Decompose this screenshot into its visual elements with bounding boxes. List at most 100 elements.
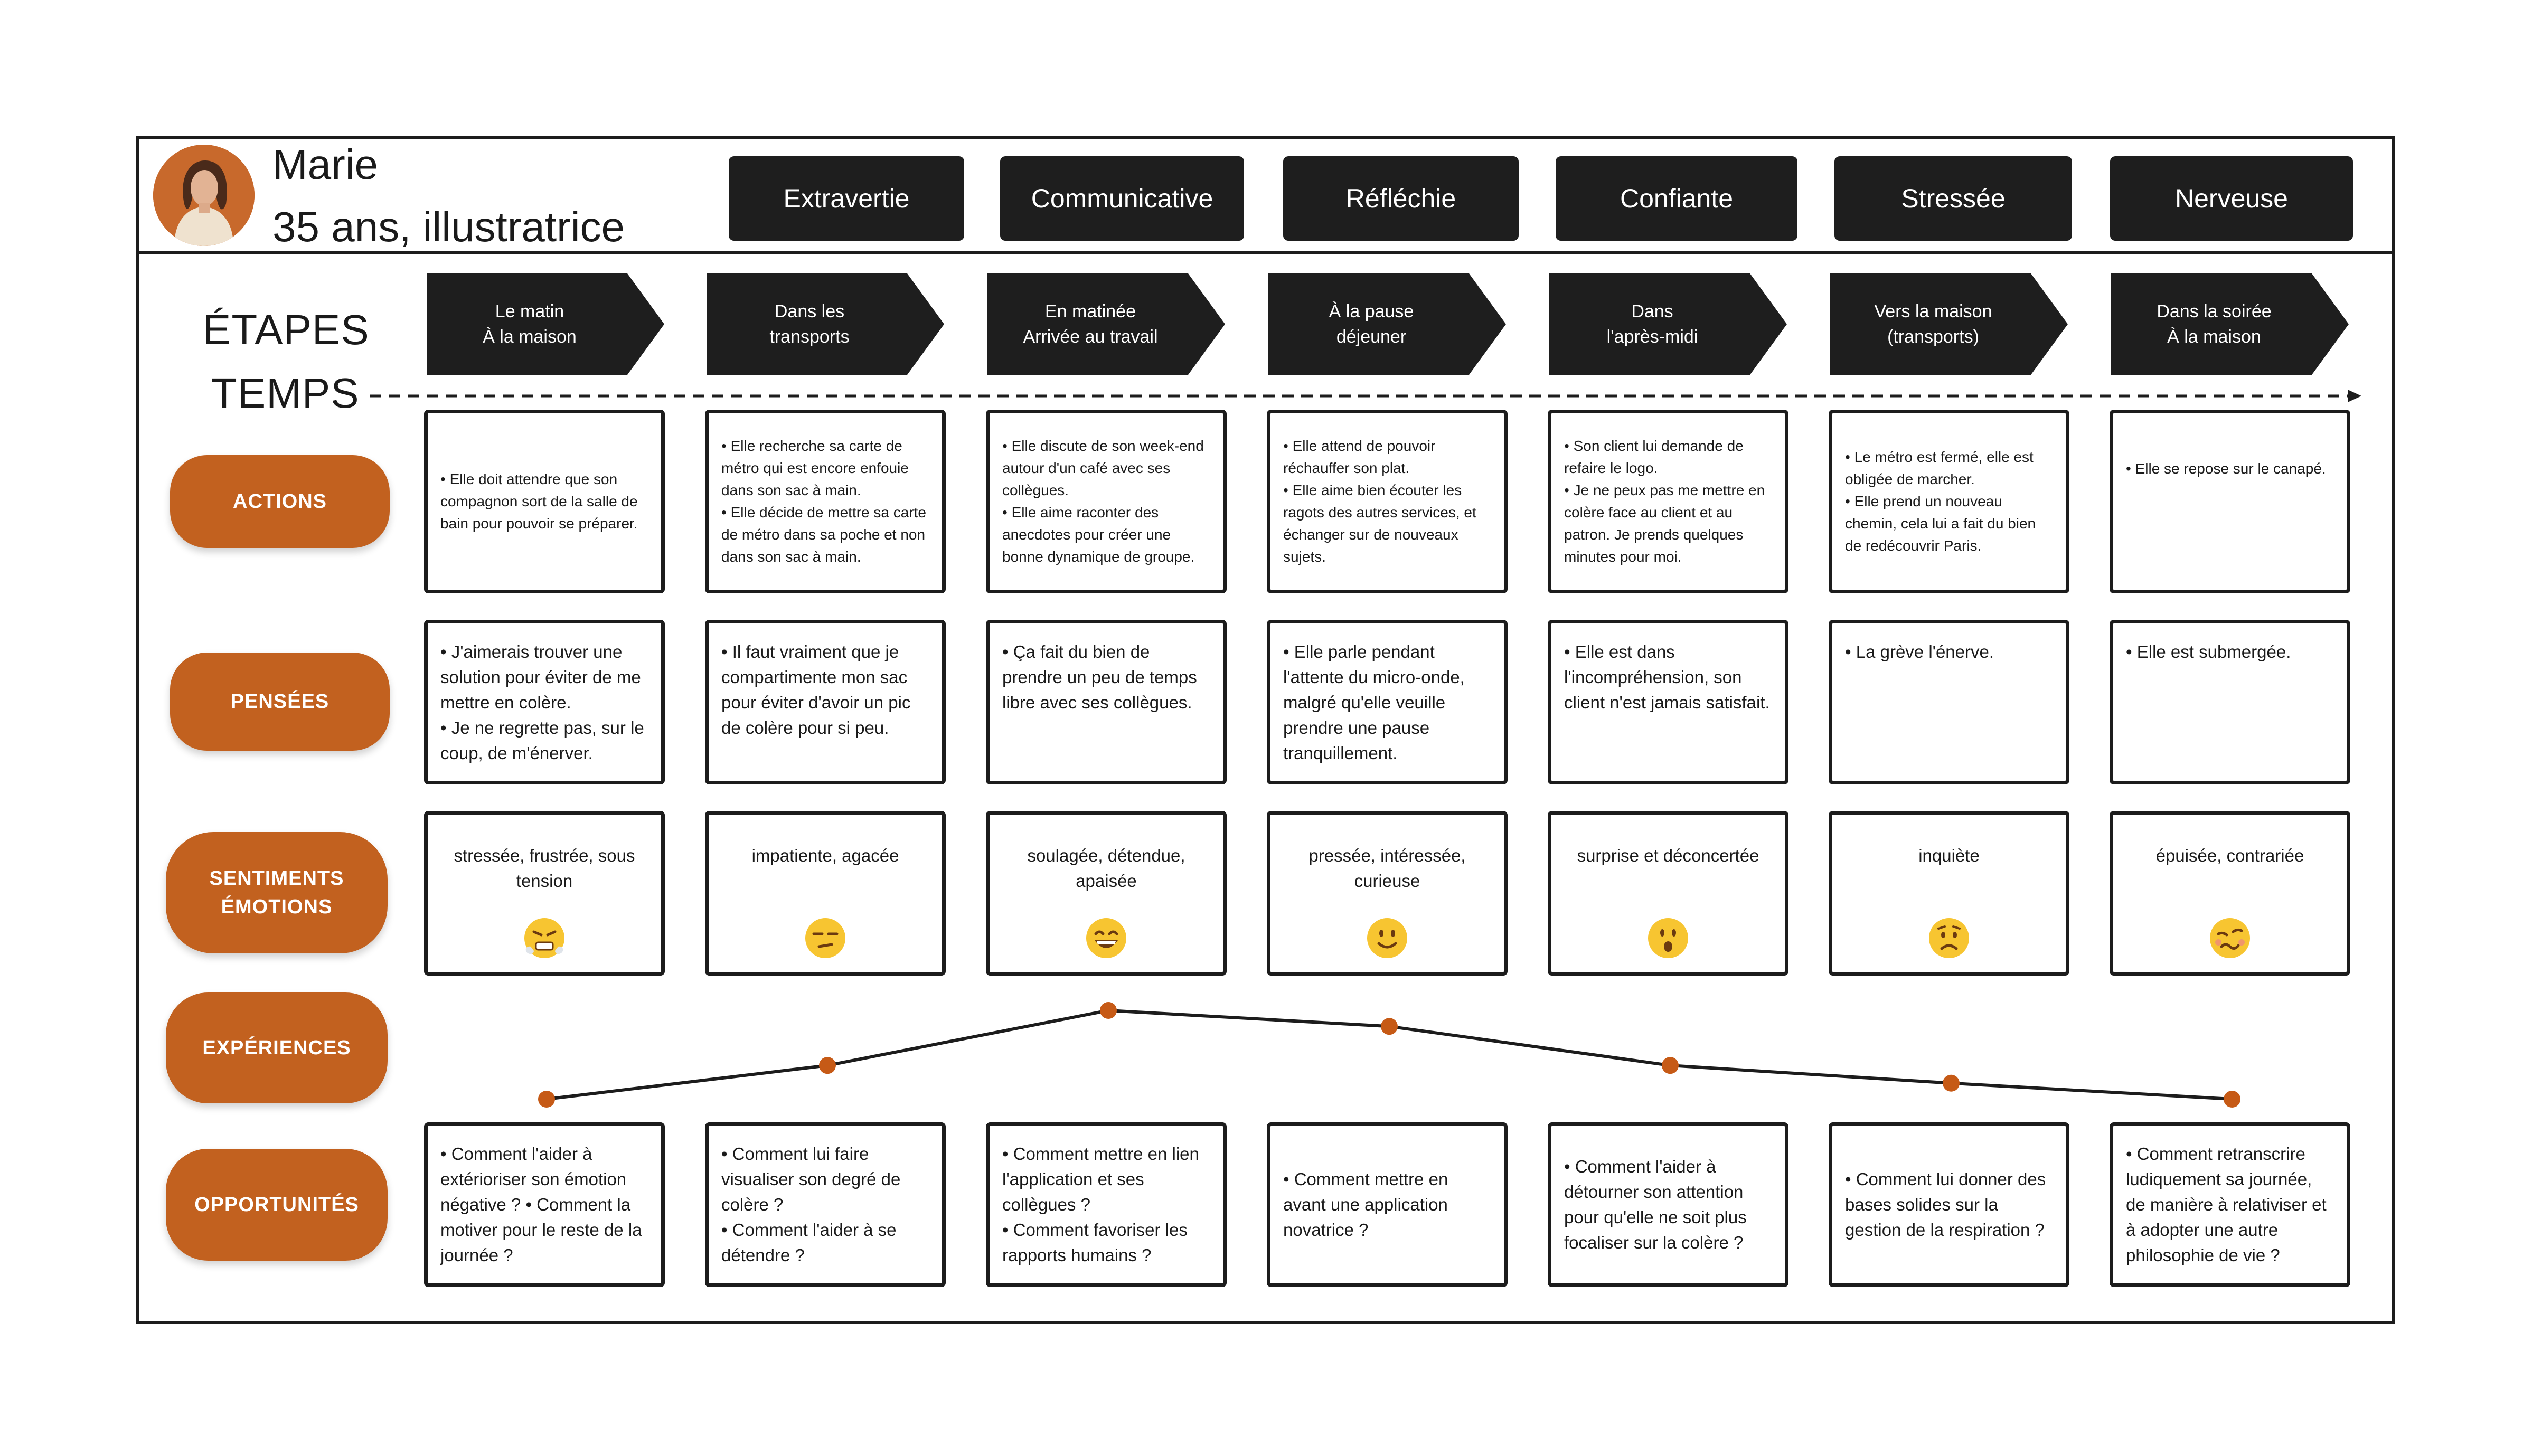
stage-chevron: Vers la maison (transports)	[1830, 273, 2068, 375]
stage-line: Dans	[1631, 301, 1673, 322]
row-label-text: OPPORTUNITÉS	[194, 1194, 359, 1216]
experience-point	[1943, 1074, 1960, 1092]
action-card: • Elle recherche sa carte de métro qui e…	[705, 410, 946, 593]
card-text: • Je ne peux pas me mettre en colère fac…	[1564, 482, 1765, 565]
thought-card: • J'aimerais trouver une solution pour é…	[424, 620, 665, 784]
thought-card: • Elle est dans l'incompréhension, son c…	[1548, 620, 1788, 784]
card-text: • Elle discute de son week-end autour d'…	[1002, 438, 1204, 498]
stage-line: À la maison	[483, 327, 577, 347]
card-text: • Elle parle pendant l'attente du micro-…	[1283, 642, 1465, 763]
row-label-text: PENSÉES	[230, 691, 330, 713]
trait-badge: Réfléchie	[1283, 156, 1519, 241]
grinning-face-icon	[1086, 918, 1126, 958]
feeling-card: épuisée, contrariée	[2110, 811, 2350, 976]
stage-line: l'après-midi	[1606, 327, 1698, 347]
card-text: • Elle attend de pouvoir réchauffer son …	[1283, 438, 1436, 476]
stage-line: déjeuner	[1336, 327, 1407, 347]
card-text: • Comment l'aider à extérioriser son émo…	[440, 1144, 642, 1265]
card-text: • Le métro est fermé, elle est obligée d…	[1845, 449, 2034, 487]
stage-line: Vers la maison	[1874, 301, 1992, 322]
experience-point	[1662, 1057, 1679, 1074]
stage-line: Dans les	[774, 301, 845, 322]
opportunity-card: • Comment lui faire visualiser son degré…	[705, 1122, 946, 1287]
card-text: • Comment favoriser les rapports humains…	[1002, 1220, 1188, 1265]
stage-line: (transports)	[1887, 327, 1979, 347]
experience-point	[1100, 1002, 1117, 1019]
card-text: surprise et déconcertée	[1577, 846, 1759, 865]
card-text: pressée, intéressée, curieuse	[1308, 846, 1466, 891]
journey-map-frame	[136, 136, 2395, 1324]
trait-badge: Extravertie	[729, 156, 964, 241]
action-card: • Elle attend de pouvoir réchauffer son …	[1267, 410, 1508, 593]
card-text: • Elle se repose sur le canapé.	[2126, 460, 2326, 477]
stage-line: À la pause	[1329, 301, 1414, 322]
woozy-face-icon	[2210, 918, 2250, 958]
card-text: • Comment l'aider à se détendre ?	[721, 1220, 897, 1265]
feeling-card: soulagée, détendue, apaisée	[986, 811, 1227, 976]
card-text: • Elle est dans l'incompréhension, son c…	[1564, 642, 1770, 712]
card-text: • Comment lui donner des bases solides s…	[1845, 1169, 2046, 1240]
card-text: • Elle décide de mettre sa carte de métr…	[721, 504, 926, 565]
opportunity-card: • Comment l'aider à extérioriser son émo…	[424, 1122, 665, 1287]
opportunity-card: • Comment retranscrire ludiquement sa jo…	[2110, 1122, 2350, 1287]
avatar	[153, 145, 255, 246]
opportunity-card: • Comment mettre en lien l'application e…	[986, 1122, 1227, 1287]
card-text: épuisée, contrariée	[2155, 846, 2304, 865]
stage-line: À la maison	[2167, 327, 2261, 347]
thought-card: • Elle parle pendant l'attente du micro-…	[1267, 620, 1508, 784]
header-divider	[136, 251, 2395, 254]
card-text: • Comment mettre en avant une applicatio…	[1283, 1169, 1448, 1240]
card-text: • Je ne regrette pas, sur le coup, de m'…	[440, 718, 644, 763]
row-label-text: EXPÉRIENCES	[202, 1037, 351, 1059]
feeling-card: impatiente, agacée	[705, 811, 946, 976]
card-text: • Elle prend un nouveau chemin, cela lui…	[1845, 493, 2036, 554]
feeling-card: pressée, intéressée, curieuse	[1267, 811, 1508, 976]
row-label-text: ACTIONS	[233, 490, 327, 513]
card-text: inquiète	[1918, 846, 1980, 865]
card-text: • La grève l'énerve.	[1845, 642, 1994, 661]
row-label-text: SENTIMENTS	[209, 867, 344, 890]
action-card: • Elle discute de son week-end autour d'…	[986, 410, 1227, 593]
unamused-face-icon	[805, 918, 845, 958]
trait-badge: Confiante	[1556, 156, 1797, 241]
stages-label: ÉTAPES	[203, 306, 370, 353]
feeling-card: inquiète	[1829, 811, 2069, 976]
card-text: soulagée, détendue, apaisée	[1027, 846, 1185, 891]
experience-point	[819, 1057, 836, 1074]
row-label-opportunites: OPPORTUNITÉS	[166, 1149, 388, 1261]
persona-description: 35 ans, illustratrice	[272, 203, 625, 250]
action-card: • Elle doit attendre que son compagnon s…	[424, 410, 665, 593]
card-text: • Comment mettre en lien l'application e…	[1002, 1144, 1199, 1214]
surprised-face-icon	[1648, 918, 1688, 958]
stage-chevron: À la pause déjeuner	[1268, 273, 1506, 375]
card-text: • Elle doit attendre que son compagnon s…	[440, 471, 638, 532]
action-card: • Le métro est fermé, elle est obligée d…	[1829, 410, 2069, 593]
experience-point	[538, 1091, 555, 1108]
thought-card: • La grève l'énerve.	[1829, 620, 2069, 784]
trait-badge: Stressée	[1834, 156, 2072, 241]
worried-face-icon	[1929, 918, 1969, 958]
time-label: TEMPS	[211, 370, 360, 417]
feeling-card: stressée, frustrée, sous tension	[424, 811, 665, 976]
card-text: • Ça fait du bien de prendre un peu de t…	[1002, 642, 1197, 712]
card-text: • Il faut vraiment que je compartimente …	[721, 642, 911, 738]
row-label-actions: ACTIONS	[170, 455, 390, 548]
opportunity-card: • Comment lui donner des bases solides s…	[1829, 1122, 2069, 1287]
thought-card: • Elle est submergée.	[2110, 620, 2350, 784]
persona-name: Marie	[272, 141, 379, 188]
timeline-arrow	[370, 390, 2361, 402]
action-card: • Elle se repose sur le canapé.	[2110, 410, 2350, 593]
row-label-pensees: PENSÉES	[170, 653, 390, 751]
row-label-experiences: EXPÉRIENCES	[166, 992, 388, 1103]
card-text: stressée, frustrée, sous tension	[454, 846, 635, 891]
action-card: • Son client lui demande de refaire le l…	[1548, 410, 1788, 593]
card-text: • Elle aime raconter des anecdotes pour …	[1002, 504, 1195, 565]
card-text: • J'aimerais trouver une solution pour é…	[440, 642, 641, 712]
stage-chevron: Dans l'après-midi	[1549, 273, 1787, 375]
card-text: • Comment l'aider à détourner son attent…	[1564, 1157, 1747, 1252]
